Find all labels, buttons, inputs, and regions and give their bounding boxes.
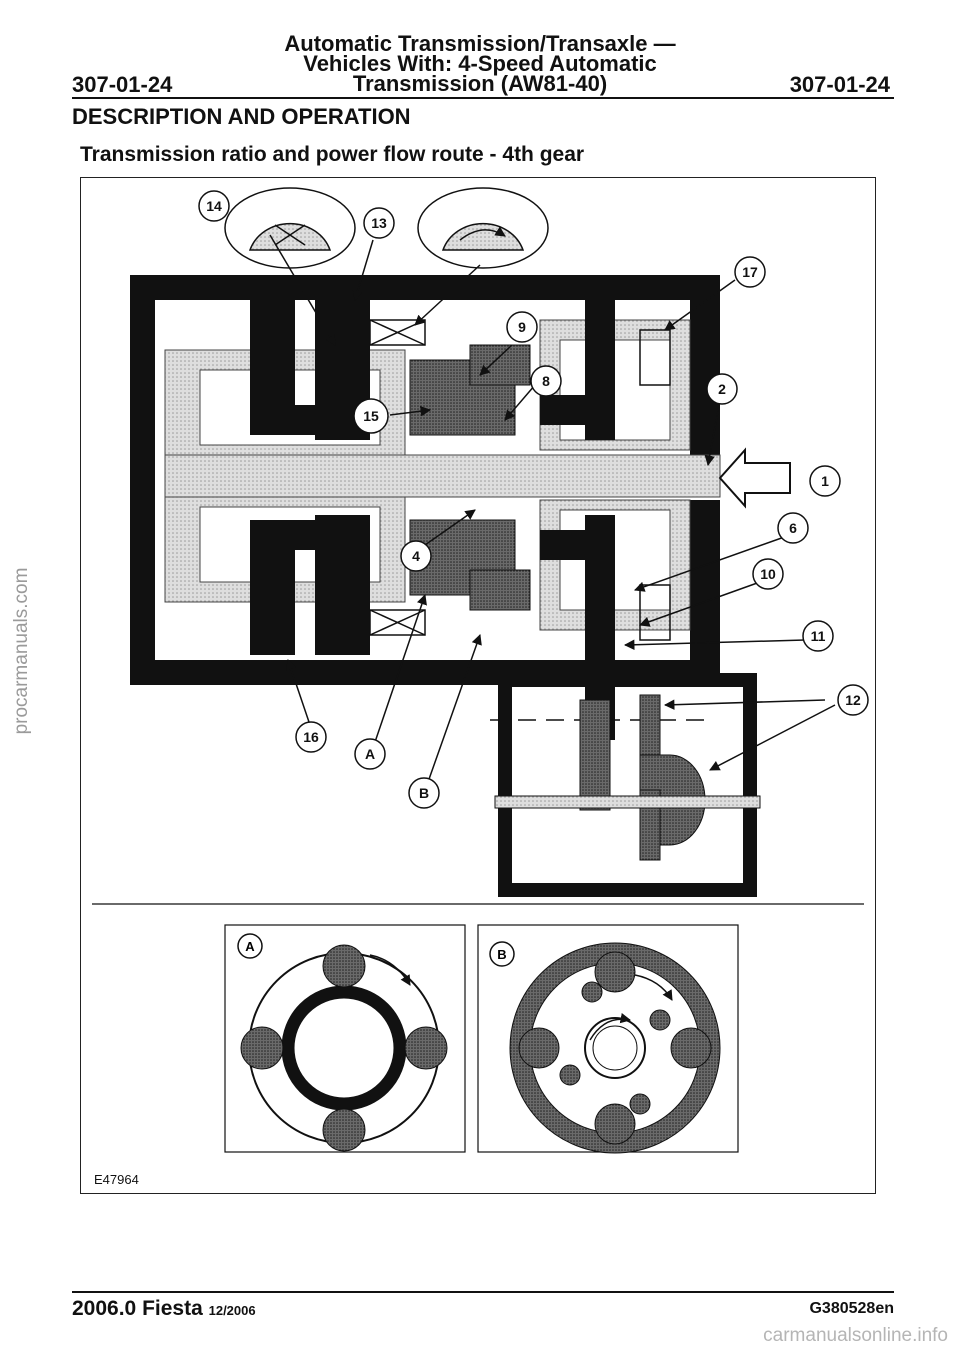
final-drive [494,673,761,897]
callout-label: 8 [542,373,550,389]
leader-lines [269,234,836,783]
page-number-left: 307-01-24 [72,72,173,97]
watermark-side: procarmanuals.com [11,567,32,735]
header-title-line1: Automatic Transmission/Transaxle — [284,31,676,56]
callout-11 [802,620,834,652]
inset-a-label: A [245,939,255,954]
callout-13 [363,207,395,239]
header-title-line2: Vehicles With: 4-Speed Automatic [303,51,657,76]
callout-label: B [419,785,429,801]
callout-label: 14 [206,198,222,214]
gauge-left [224,187,356,269]
callout-label: 1 [821,473,829,489]
callout-label: 11 [811,628,826,644]
callout-label: 6 [789,520,797,536]
callout-label: 10 [760,566,776,582]
inset-a: A [224,924,466,1153]
inset-b: B [477,924,739,1154]
footer-date: 12/2006 [208,1303,256,1318]
figure-frame [80,177,876,1194]
planetary-gears [409,344,531,611]
callout-9 [506,311,538,343]
callout-A [354,738,386,770]
callout-label: 2 [718,381,726,397]
callout-15 [353,398,389,434]
callout-6 [777,512,809,544]
callout-label: 15 [363,408,379,424]
callout-label: 9 [518,319,526,335]
figure-id: E47964 [94,1172,139,1187]
callout-labels: 14 13 17 9 8 2 15 1 6 4 10 11 12 16 A B [206,198,861,801]
header-title-line3: Transmission (AW81-40) [352,71,608,96]
callout-label: A [365,746,375,762]
gauge-right [417,187,549,269]
callout-12 [837,684,869,716]
callout-14 [198,190,230,222]
figure-subtitle: Transmission ratio and power flow route … [80,143,585,166]
callout-10 [752,558,784,590]
callout-label: 17 [742,264,758,280]
callout-label: 13 [371,215,387,231]
page-number-right: 307-01-24 [789,72,890,97]
footer-code: G380528en [809,1300,894,1317]
callout-8 [530,365,562,397]
callout-circles [198,190,869,809]
callout-16 [295,721,327,753]
callout-label: 4 [412,548,420,564]
callout-2 [706,373,738,405]
section-title: DESCRIPTION AND OPERATION [72,104,411,129]
callout-B [408,777,440,809]
footer-model: 2006.0 Fiesta 12/2006 [72,1297,256,1321]
input-arrow [718,447,791,509]
watermark-bottom: carmanualsonline.info [763,1325,948,1346]
header-rule [72,97,894,99]
footer-model-name: 2006.0 Fiesta [72,1297,203,1320]
callout-4 [400,540,432,572]
callout-label: 12 [845,692,861,708]
inset-b-label: B [497,947,506,962]
callout-1 [809,465,841,497]
callout-label: 16 [303,729,319,745]
callout-17 [734,256,766,288]
